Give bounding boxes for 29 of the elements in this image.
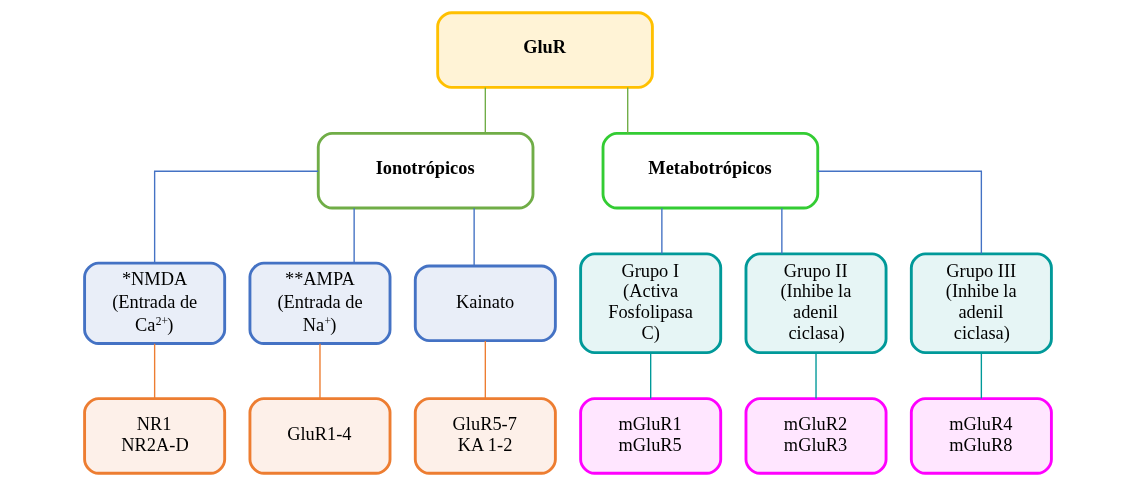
node-box: NR1 NR2A-D	[82, 397, 226, 475]
node-box: Metabotrópicos	[601, 131, 819, 210]
connector	[649, 352, 651, 400]
connector	[484, 86, 486, 134]
node-box: Grupo I (Activa Fosfolipasa C)	[578, 252, 722, 355]
connector	[153, 170, 319, 264]
connector	[318, 343, 321, 400]
node-box: **AMPA (Entrada de Na$^{+}$)	[248, 261, 391, 345]
connector	[472, 207, 475, 267]
node-box: Grupo III (Inhibe la adenil ciclasa)	[909, 252, 1053, 355]
connector	[780, 207, 783, 255]
connector	[980, 352, 982, 400]
node-box: Grupo II (Inhibe la adenil ciclasa)	[744, 252, 887, 355]
node-box: mGluR4 mGluR8	[909, 397, 1053, 475]
connector	[626, 86, 628, 134]
node-box: GluR5-7 KA 1-2	[413, 397, 557, 475]
node-box: GluR	[435, 11, 654, 89]
node-box: Kainato	[413, 264, 557, 343]
node-box: mGluR2 mGluR3	[744, 397, 887, 475]
node-box: mGluR1 mGluR5	[578, 397, 722, 475]
connector	[153, 343, 155, 400]
connector	[814, 352, 817, 400]
node-box: *NMDA (Entrada de Ca$^{2+}$)	[82, 261, 226, 345]
connector	[484, 340, 486, 399]
connector	[352, 207, 355, 264]
connector	[660, 207, 663, 255]
node-box: Ionotrópicos	[316, 131, 534, 210]
node-box: GluR1-4	[248, 397, 391, 475]
connector	[816, 170, 982, 255]
